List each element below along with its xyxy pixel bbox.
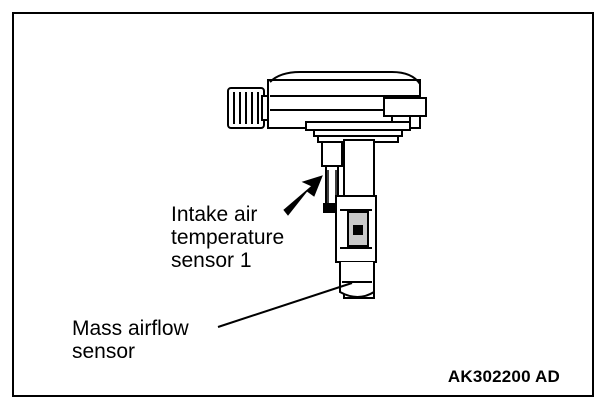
iat-arrow <box>283 175 323 216</box>
label-line: sensor <box>72 340 136 363</box>
intake-air-temperature-sensor-label: Intake air temperature sensor 1 <box>171 203 284 272</box>
mass-airflow-body <box>335 139 377 299</box>
iat-probe <box>321 141 343 213</box>
mass-airflow-sensor-label: Mass airflow sensor <box>72 317 189 363</box>
figure-frame <box>12 12 594 397</box>
label-line: Intake air <box>171 203 258 226</box>
label-line: sensor 1 <box>171 249 252 272</box>
label-line: temperature <box>171 226 285 249</box>
sensor-housing <box>267 71 427 129</box>
maf-leader-line <box>217 282 353 328</box>
figure-code: AK302200 AD <box>447 367 560 386</box>
label-line: Mass airflow <box>72 317 189 340</box>
